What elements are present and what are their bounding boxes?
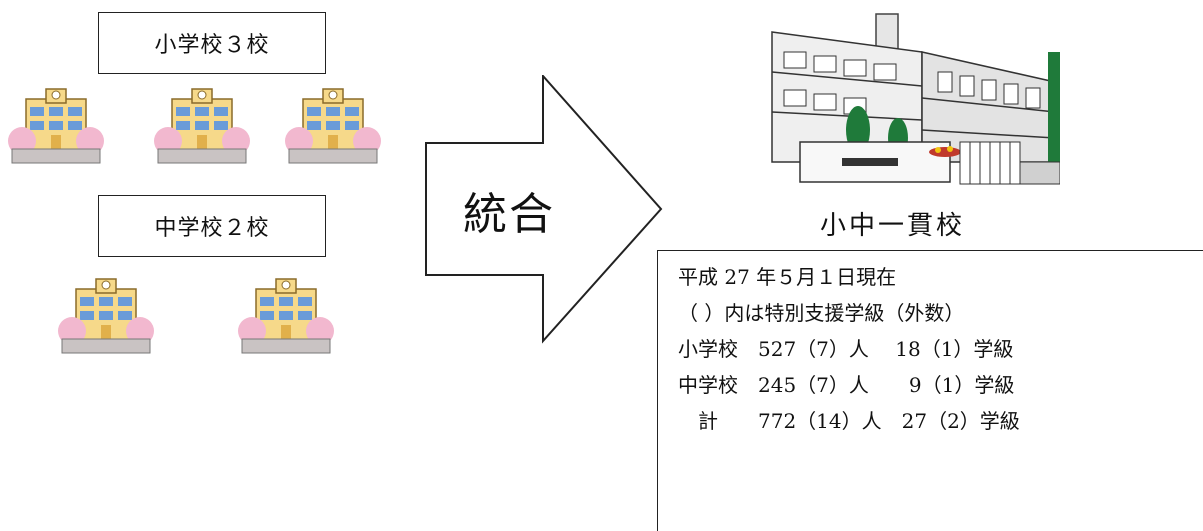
elementary-school-icon-2 <box>154 88 250 164</box>
info-note-line: （ ）内は特別支援学級（外数） <box>678 301 965 325</box>
integrated-school-caption: 小中一貫校 <box>820 211 966 241</box>
elementary-schools-label-text: 小学校３校 <box>154 33 270 58</box>
merge-label: 統合 <box>463 189 555 240</box>
info-total-line: 計 772（14）人 27（2）学級 <box>678 409 1020 433</box>
integrated-school-building-image <box>770 12 1060 204</box>
merge-arrow-icon <box>425 75 663 344</box>
info-junior-line: 中学校 245（7）人 9（1）学級 <box>678 373 1015 397</box>
enrollment-info-box: 平成 27 年５月１日現在 （ ）内は特別支援学級（外数） 小学校 527（7）… <box>657 250 1203 531</box>
elementary-school-icon-1 <box>8 88 104 164</box>
info-elementary-line: 小学校 527（7）人 18（1）学級 <box>678 337 1014 361</box>
junior-high-schools-label-text: 中学校２校 <box>154 216 270 241</box>
elementary-school-icon-3 <box>285 88 381 164</box>
info-date-line: 平成 27 年５月１日現在 <box>678 265 897 289</box>
junior-school-icon-2 <box>238 278 334 354</box>
junior-school-icon-1 <box>58 278 154 354</box>
junior-high-schools-label: 中学校２校 <box>98 195 326 257</box>
elementary-schools-label: 小学校３校 <box>98 12 326 74</box>
